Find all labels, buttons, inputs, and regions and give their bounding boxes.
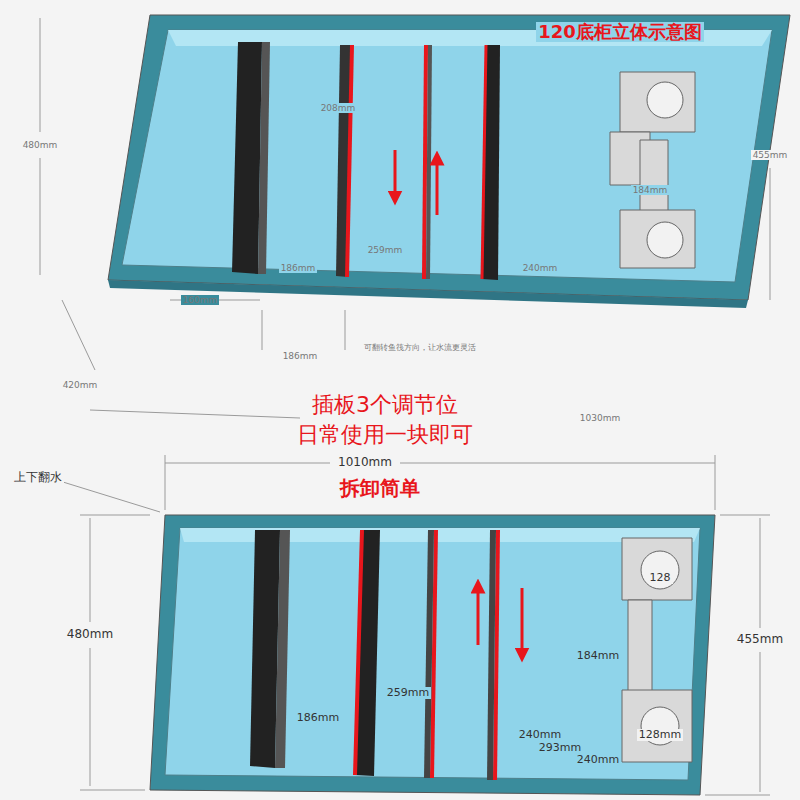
dimension-label: 455mm: [735, 633, 785, 647]
dimension-label: 可翻转鱼筏方向，让水流更灵活: [362, 343, 478, 352]
dimension-label: 186mm: [281, 351, 320, 361]
dimension-label: 293mm: [537, 742, 583, 755]
sump-3d-top: [108, 15, 790, 308]
dimension-label: 480mm: [21, 140, 60, 150]
dimension-label: 160mm: [181, 295, 220, 305]
dimension-label: 240mm: [575, 754, 621, 767]
dimension-label: 455mm: [751, 150, 790, 160]
dimension-label: 1010mm: [336, 456, 394, 470]
dimension-label: 259mm: [366, 245, 405, 255]
dimension-label: 184mm: [575, 650, 621, 663]
diagram-title: 120底柜立体示意图: [536, 22, 704, 43]
note-text: 插板3个调节位: [310, 392, 460, 417]
dimension-label: 186mm: [295, 712, 341, 725]
dimension-label: 208mm: [319, 103, 358, 113]
note-text: 拆卸简单: [338, 477, 422, 500]
dimension-label: 184mm: [631, 185, 670, 195]
dimension-label: 上下翻水: [12, 471, 64, 485]
sump-3d-bottom: [150, 515, 715, 795]
dimension-label: 240mm: [517, 729, 563, 742]
dimension-label: 420mm: [61, 380, 100, 390]
dimension-label: 1030mm: [578, 413, 622, 423]
note-text: 日常使用一块即可: [295, 422, 475, 447]
dimension-label: 240mm: [521, 263, 560, 273]
dimension-label: 128: [648, 572, 673, 585]
dimension-label: 480mm: [65, 628, 115, 642]
dimension-label: 128mm: [637, 729, 683, 742]
dimension-label: 186mm: [279, 263, 318, 273]
dimension-label: 259mm: [385, 687, 431, 700]
